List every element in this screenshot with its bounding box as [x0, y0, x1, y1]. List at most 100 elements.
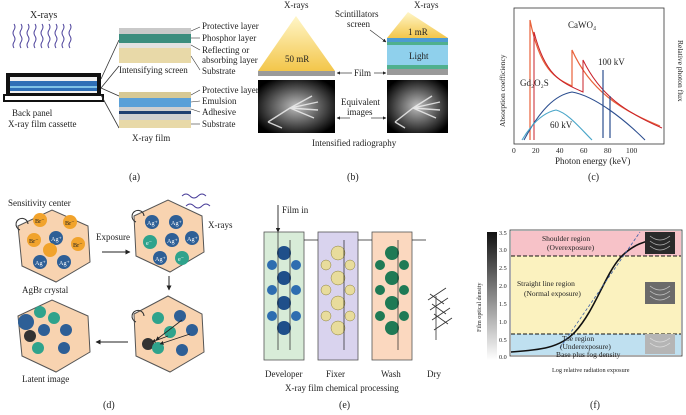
shoulder-label: Shoulder region	[542, 234, 590, 243]
screen-layer-reflecting: Reflecting or	[202, 45, 249, 55]
film-caption: X-ray film	[132, 133, 170, 143]
film-left	[258, 71, 335, 76]
screen-layer-absorbing: absorbing layer	[202, 55, 258, 65]
xrays-label-a: X-rays	[30, 10, 57, 21]
toe-region	[511, 334, 681, 355]
connectors-a	[100, 39, 120, 129]
cawo4-label: CaWO₄	[568, 20, 596, 30]
straight-label: Straight line region	[517, 279, 575, 288]
tick-100: 100	[626, 146, 638, 155]
xlabel-c: Photon energy (keV)	[555, 156, 630, 166]
density-bar	[487, 232, 497, 360]
ag-5: Ag⁺	[171, 220, 182, 227]
ylabel-left-c: Absorption coefficiency	[498, 54, 507, 127]
ytick-10: 1.0	[499, 319, 507, 326]
tick-60: 60	[580, 146, 588, 155]
xray-thumb-normal	[645, 282, 675, 304]
e-2: e⁻	[178, 256, 184, 263]
straight-sub: (Normal exposure)	[524, 289, 581, 298]
dose-left: 50 mR	[285, 54, 309, 64]
ag-2: Ag⁺	[35, 260, 46, 267]
film-layer-substrate: Substrate	[202, 119, 236, 129]
xray-film-stack	[119, 92, 191, 128]
panel-f: Shoulder region (Overexposure) Straight …	[476, 229, 683, 411]
xrays-left-b: X-rays	[284, 0, 309, 10]
ytick-15: 1.5	[499, 301, 507, 308]
film-layer-emulsion: Emulsion	[202, 96, 237, 106]
screen-layer-protective: Protective layer	[202, 21, 259, 31]
xray-thumb-under	[645, 334, 675, 354]
screen-layer-substrate: Substrate	[202, 66, 236, 76]
curve-100kv	[523, 91, 646, 141]
curve-60kv	[521, 109, 593, 141]
beam-left	[258, 16, 335, 71]
kv100-label: 100 kV	[598, 57, 625, 67]
latent-label: Latent image	[22, 374, 69, 384]
base-label: Base plus fog density	[556, 350, 621, 359]
intensifying-screen-stack	[119, 28, 191, 63]
xrays-right-b: X-rays	[414, 0, 439, 10]
dose-right: 1 mR	[408, 27, 428, 37]
br-1: Br⁻	[35, 218, 44, 225]
curve-gd2o2s	[533, 31, 663, 140]
tick-40: 40	[556, 146, 564, 155]
xrays-label-d: X-rays	[208, 220, 233, 230]
panel-label-e: (e)	[339, 400, 350, 411]
images-label: images	[347, 107, 373, 117]
back-panel	[3, 94, 104, 102]
light-label: Light	[409, 51, 429, 61]
kv60-label: 60 kV	[550, 120, 573, 130]
ag-3: Ag⁺	[59, 260, 70, 267]
tick-0: 0	[512, 146, 516, 155]
gd2o2s-label: Gd₂O₂S	[520, 78, 549, 88]
ag-7: Ag⁺	[187, 236, 198, 243]
ions-4	[18, 306, 72, 354]
ions-2	[143, 215, 199, 265]
panel-label-c: (c)	[588, 172, 599, 183]
br-2: Br⁻	[65, 220, 74, 227]
scint-top	[387, 38, 448, 42]
xlabel-f: Log relative radiation exposure	[552, 367, 630, 374]
cassette-label: X-ray film cassette	[8, 119, 76, 129]
panel-b: X-rays X-rays 50 mR 1 mR Light Scintilla…	[258, 0, 448, 183]
crystal-4	[17, 299, 91, 373]
exposure-label: Exposure	[96, 232, 130, 242]
caption-b: Intensified radiography	[312, 138, 397, 148]
toe-label: Toe region	[562, 334, 594, 343]
caption-e: X-ray film chemical processing	[285, 383, 399, 393]
crystal-label: AgBr crystal	[22, 285, 69, 295]
stage-dry: Dry	[427, 369, 441, 379]
yticks-f: 3.5 3.0 2.5 2.0 1.5 1.0 0.5 0.0	[499, 230, 507, 361]
ytick-20: 2.0	[499, 283, 507, 290]
dry-section	[427, 287, 453, 340]
ytick-05: 0.5	[499, 337, 507, 344]
film-in-label: Film in	[282, 205, 309, 215]
toe-sub: (Underexposure)	[560, 342, 611, 351]
rollers	[267, 245, 409, 336]
panel-d: Sensitivity center Br⁻ Br⁻ Br⁻ Ag⁺ Br⁻ A…	[8, 193, 233, 411]
panel-label-b: (b)	[347, 172, 359, 183]
shoulder-sub: (Overexposure)	[547, 243, 595, 252]
ions-3	[142, 310, 198, 356]
panel-label-f: (f)	[590, 400, 600, 411]
panel-label-a: (a)	[129, 172, 140, 183]
screen-label: screen	[347, 19, 370, 29]
screen-layer-phosphor: Phosphor layer	[202, 33, 256, 43]
back-panel-label: Back panel	[12, 108, 53, 118]
ylabel-right-c: Relative photon flux	[676, 40, 685, 102]
light-region	[387, 45, 448, 65]
ions-1	[27, 213, 85, 269]
xray-thumb-over	[645, 232, 675, 254]
e-1: e⁻	[146, 240, 152, 247]
ag-8: Ag⁺	[155, 256, 166, 263]
xray-waves-a	[12, 23, 72, 49]
film-layer-adhesive: Adhesive	[202, 107, 236, 117]
tick-80: 80	[604, 146, 612, 155]
panel-c: Absorption coefficiency Relative photon …	[498, 7, 685, 183]
hd-curve	[510, 237, 666, 353]
equivalent-label: Equivalent	[341, 97, 380, 107]
beam-right	[387, 12, 448, 38]
screen-caption: Intensifying screen	[119, 65, 188, 75]
panel-a: X-rays Back panel X-ray film cassette	[3, 10, 259, 183]
